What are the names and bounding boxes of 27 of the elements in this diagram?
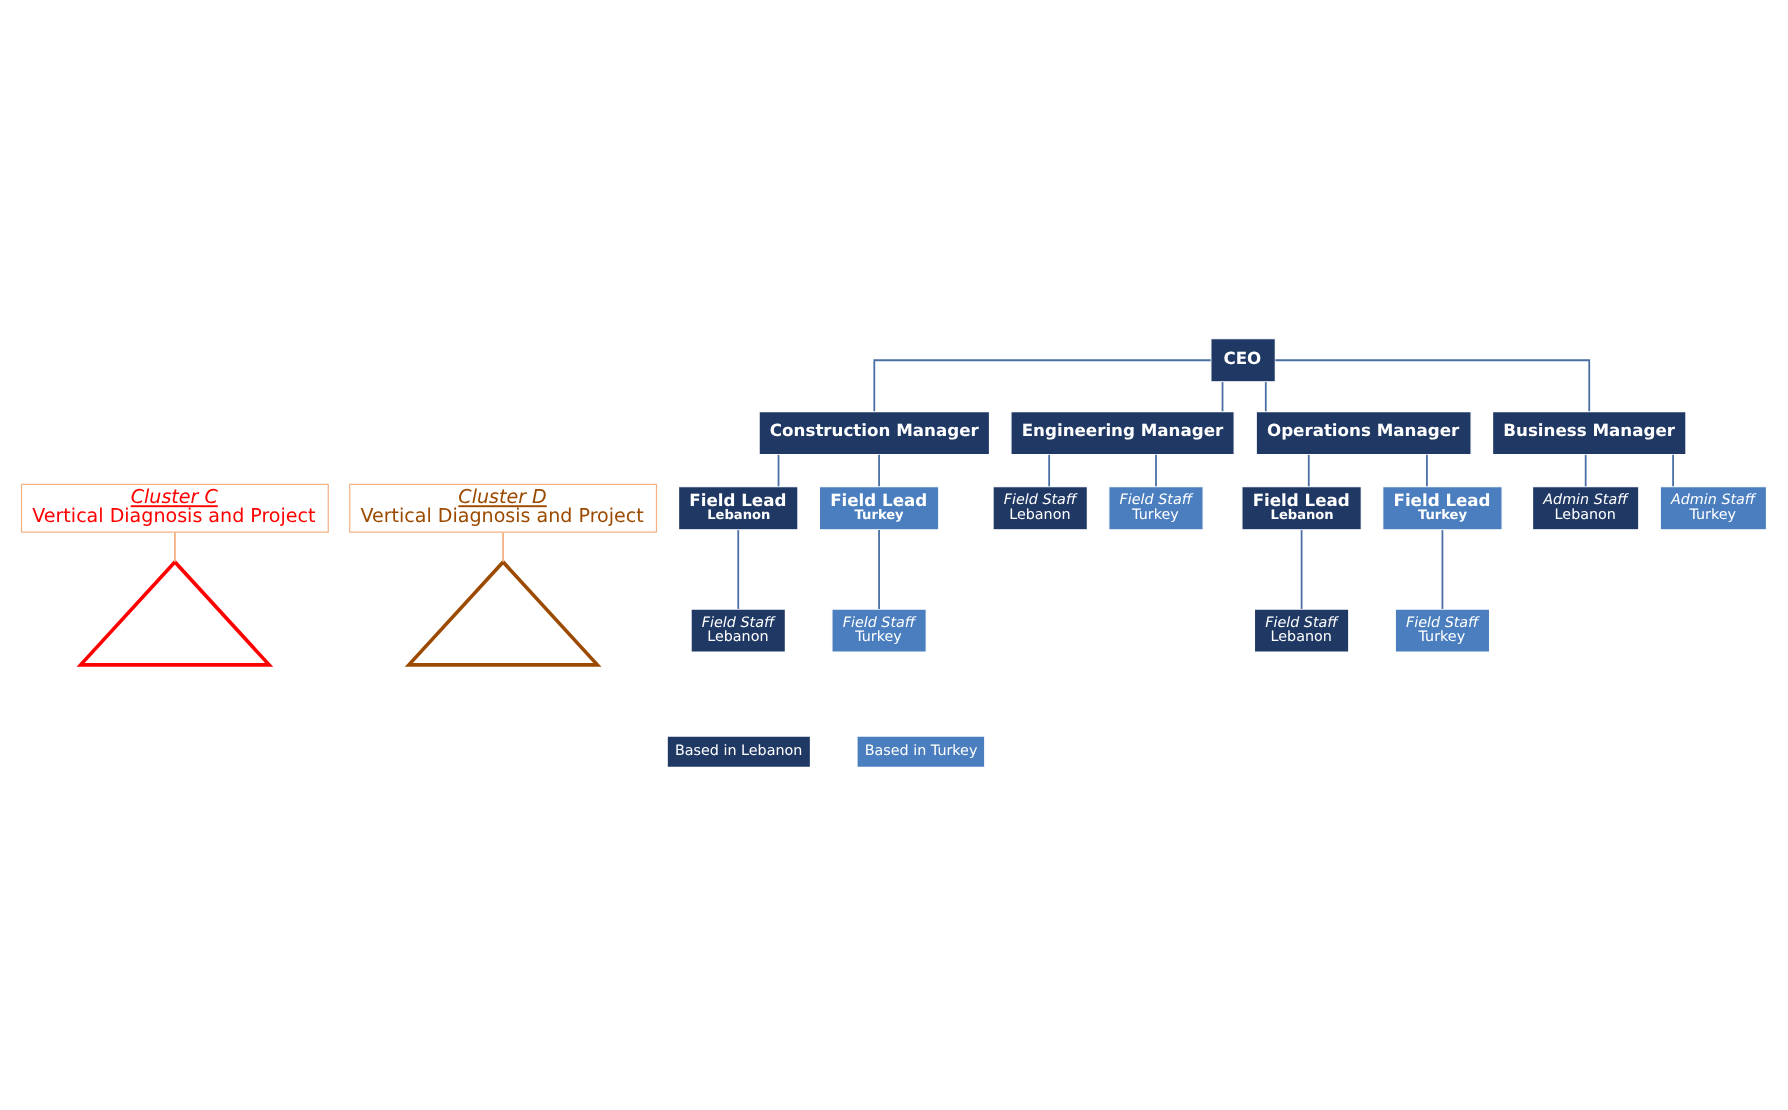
connector [873, 358, 1212, 412]
connector [1307, 452, 1310, 487]
node-box: Construction Manager [758, 410, 991, 455]
connector [1155, 452, 1157, 487]
node-triangle [404, 558, 602, 666]
connector [502, 530, 504, 562]
connector [1274, 358, 1591, 412]
connector [1264, 380, 1267, 412]
node-box: Engineering Manager [1010, 410, 1235, 455]
connector [737, 528, 740, 609]
node-box: CEO [1210, 337, 1276, 382]
node-box: Operations Manager [1255, 410, 1472, 455]
connector [1048, 452, 1051, 487]
node-box: Cluster C Vertical Diagnosis and Project [20, 482, 329, 532]
connector [1221, 380, 1224, 412]
connector [777, 452, 780, 487]
node-triangle [76, 558, 274, 666]
connector [1441, 528, 1444, 609]
connector [1300, 528, 1303, 609]
node-box: Business Manager [1491, 410, 1687, 455]
connector [1426, 452, 1428, 487]
connector [1672, 452, 1674, 487]
connector [1584, 452, 1587, 487]
connector [878, 452, 880, 487]
connector [878, 528, 880, 609]
node-box: Cluster D Vertical Diagnosis and Project [349, 482, 658, 532]
connector [174, 530, 176, 562]
